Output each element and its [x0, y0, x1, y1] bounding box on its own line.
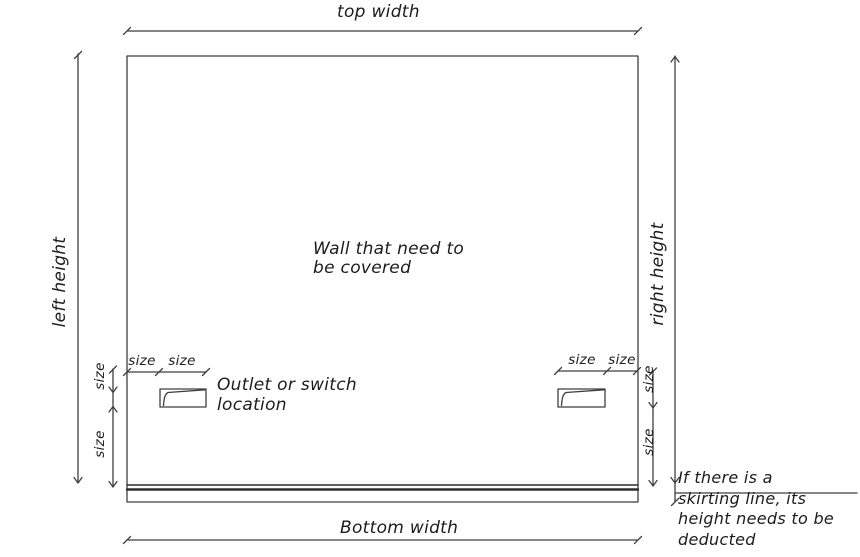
wall-note-line2: be covered: [313, 258, 412, 278]
wall-note-line1: Wall that need to: [313, 239, 465, 259]
outlet-note: Outlet or switch location: [217, 375, 357, 415]
top-width-label: top width: [337, 2, 420, 22]
size-label-outlet-left-width: size: [168, 353, 196, 369]
right-outlet-width-dimension: [553, 366, 642, 376]
skirting-note-line4: deducted: [678, 529, 756, 549]
outlet-symbol-left: [159, 388, 207, 408]
right-height-label: right height: [648, 222, 668, 326]
right-height-dimension: [670, 55, 680, 507]
wall-note: Wall that need to be covered: [313, 240, 464, 278]
size-label-outlet-right-offset: size: [608, 352, 636, 368]
size-label-outlet-left-height: size: [92, 362, 108, 390]
outlet-note-line1: Outlet or switch: [217, 375, 357, 395]
size-label-outlet-left-offset: size: [128, 353, 156, 369]
skirting-note-line2: skirting line, its: [678, 488, 807, 508]
outlet-symbol-right: [557, 388, 606, 408]
left-height-dimension: [73, 50, 83, 484]
skirting-note-line3: height needs to be: [678, 509, 835, 528]
size-label-outlet-right-width: size: [568, 352, 596, 368]
outlet-note-line2: location: [217, 394, 287, 415]
left-height-label: left height: [50, 236, 70, 328]
size-label-outlet-right-height: size: [641, 365, 657, 393]
skirting-note-line1: If there is a: [678, 468, 773, 487]
size-label-outlet-right-bottom-distance: size: [641, 428, 657, 456]
right-outlet-height-dimension: [648, 367, 658, 487]
bottom-width-label: Bottom width: [340, 518, 459, 538]
left-outlet-width-dimension: [122, 367, 211, 377]
size-label-outlet-left-bottom-distance: size: [92, 430, 108, 458]
wall-outline: [126, 55, 639, 503]
top-width-dimension: [122, 26, 643, 36]
skirting-note: If there is a skirting line, its height …: [678, 468, 834, 550]
left-outlet-height-dimension: [108, 365, 118, 488]
bottom-width-dimension: [122, 535, 643, 545]
